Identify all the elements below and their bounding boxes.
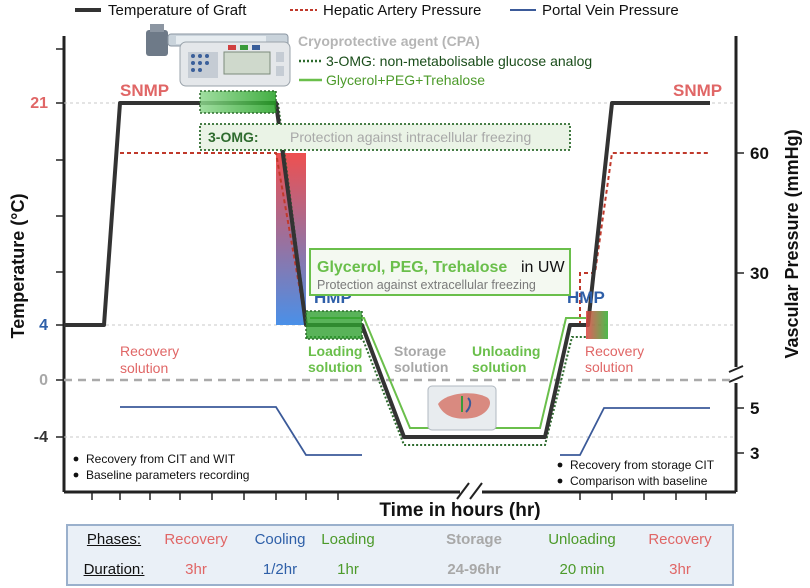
gpt-info-box: [309, 248, 571, 296]
storage-label-1: Storage: [394, 343, 446, 359]
right-tick-3: 3: [750, 444, 759, 463]
gpt-box-head: Glycerol, PEG, Trehalose: [317, 259, 507, 276]
note-bullet: [557, 478, 563, 484]
left-tick-4: 4: [39, 317, 48, 334]
note-right-1: Recovery from storage CIT: [570, 458, 715, 472]
duration-recovery-1: 3hr: [185, 561, 207, 578]
infusion-pump-icon: [146, 24, 291, 87]
note-bullet: [73, 472, 79, 478]
omg-box-text: Protection against intracellular freezin…: [290, 129, 531, 145]
portal-pressure-line-right: [560, 407, 710, 456]
recovery-left-label-2: solution: [120, 360, 168, 376]
duration-recovery-2: 3hr: [669, 561, 691, 578]
right-axis-break-mark: [728, 365, 744, 373]
omg-info-box: [199, 123, 571, 151]
note-left-2: Baseline parameters recording: [86, 468, 249, 482]
hmp-label-right: HMP: [567, 288, 605, 307]
duration-label: Duration:: [83, 561, 145, 578]
loading-label-1: Loading: [308, 343, 362, 359]
recovery-right-label-2: solution: [585, 359, 633, 375]
duration-unloading: 20 min: [559, 561, 605, 578]
left-axis-label: Temperature (°C): [8, 194, 28, 339]
duration-row: Duration: 3hr 1/2hr 1hr 24-96hr 20 min 3…: [68, 561, 732, 587]
right-axis-label: Vascular Pressure (mmHg): [782, 129, 802, 358]
note-bullet: [73, 456, 79, 462]
unloading-label-2: solution: [472, 359, 526, 375]
gpt-legend-label: Glycerol+PEG+Trehalose: [326, 72, 485, 88]
legend-portal-label: Portal Vein Pressure: [542, 2, 679, 19]
cpa-title: Cryoprotective agent (CPA): [298, 33, 480, 49]
right-axis-break-mark: [728, 375, 744, 383]
phase-name-recovery-1: Recovery: [164, 531, 228, 548]
gpt-box-in: in UW: [521, 259, 565, 276]
omg-legend-label: 3-OMG: non-metabolisable glucose analog: [326, 53, 592, 69]
unloading-label-1: Unloading: [472, 343, 540, 359]
loading-bar-outline: [305, 310, 363, 340]
duration-storage: 24-96hr: [447, 561, 501, 578]
right-tick-60: 60: [750, 144, 769, 163]
x-axis-break-mark: [456, 482, 470, 500]
left-tick-21: 21: [30, 95, 48, 112]
unloading-bar: [586, 311, 608, 339]
phases-label: Phases:: [86, 531, 142, 548]
storage-label-2: solution: [394, 359, 448, 375]
x-axis-break-mark: [469, 482, 483, 500]
perfusion-protocol-diagram: Temperature of Graft Hepatic Artery Pres…: [8, 2, 802, 521]
right-tick-30: 30: [750, 264, 769, 283]
legend-graft-label: Temperature of Graft: [108, 2, 247, 19]
phases-table: Phases: Recovery Cooling Loading Storage…: [66, 524, 734, 586]
phase-name-storage: Storage: [446, 531, 502, 548]
x-axis-label: Time in hours (hr): [379, 500, 540, 521]
note-right-2: Comparison with baseline: [570, 474, 708, 488]
snmp-label-left: SNMP: [120, 81, 169, 100]
loading-bar: [306, 311, 362, 339]
portal-pressure-line-left: [120, 406, 362, 456]
snmp-label-right: SNMP: [673, 81, 722, 100]
liver-bag-icon: [427, 385, 497, 431]
phase-name-unloading: Unloading: [548, 531, 616, 548]
gpt-box-text: Protection against extracellular freezin…: [317, 278, 536, 292]
omg-snmp-bar-outline: [199, 90, 277, 114]
axes: 21 4 0 -4 60 30 5 3 Temperature (°C) Vas…: [8, 36, 802, 521]
phases-row: Phases: Recovery Cooling Loading Storage…: [68, 531, 732, 557]
loading-label-2: solution: [308, 359, 362, 375]
legend: Temperature of Graft Hepatic Artery Pres…: [75, 2, 679, 19]
phase-name-loading: Loading: [321, 531, 375, 548]
duration-cooling: 1/2hr: [262, 561, 298, 578]
recovery-right-label-1: Recovery: [585, 343, 644, 359]
left-tick-minus4: -4: [34, 429, 48, 446]
omg-box-head: 3-OMG:: [208, 129, 259, 145]
legend-hepatic-label: Hepatic Artery Pressure: [323, 2, 481, 19]
note-left-1: Recovery from CIT and WIT: [86, 452, 236, 466]
phase-name-cooling: Cooling: [254, 531, 306, 548]
note-bullet: [557, 462, 563, 468]
recovery-left-label-1: Recovery: [120, 343, 179, 359]
omg-snmp-bar: [200, 91, 276, 113]
phase-name-recovery-2: Recovery: [648, 531, 712, 548]
graft-temperature-line: [64, 101, 710, 439]
right-tick-5: 5: [750, 399, 759, 418]
duration-loading: 1hr: [337, 561, 359, 578]
left-tick-0: 0: [39, 372, 48, 389]
